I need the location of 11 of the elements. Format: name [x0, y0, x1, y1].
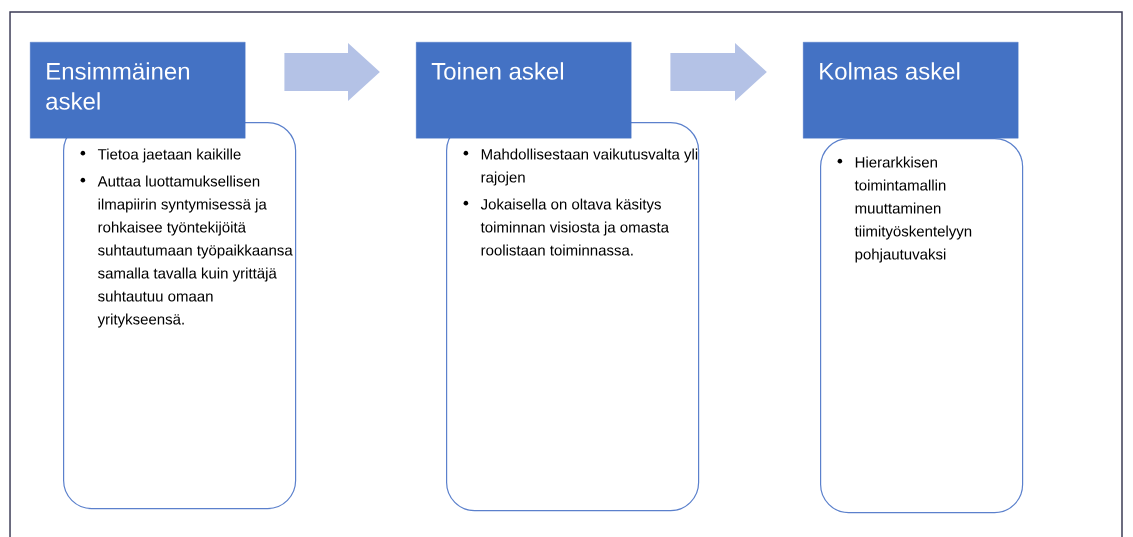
bullet-text: Auttaa luottamuksellisen ilmapiirin syntymisessä ja rohkaisee työntekijöitä suhtautumaan työpaikkaansa samalla tavalla kuin yrittäjä suhtautuu omaan yritykseensä. — [97, 175, 293, 328]
bullet-text: Tietoa jaetaan kaikille — [97, 148, 241, 163]
step-header: Ensimmäinen askel — [30, 42, 246, 139]
text-card — [63, 122, 297, 510]
text-card — [446, 122, 700, 512]
text-card — [820, 138, 1024, 514]
step-header: Toinen askel — [416, 42, 632, 139]
step-header: Kolmas askel — [803, 42, 1019, 139]
bullet-text: Hierarkkisen toimintamallin muuttaminen tiimityöskentelyyn pohjautuvaksi — [854, 156, 972, 263]
bullet-text: Jokaisella on oltava käsitys toiminnan visiosta ja omasta roolistaan toiminnassa. — [480, 198, 669, 256]
bullet-text: Mahdollisestaan vaikutusvalta yli rajojen — [481, 148, 698, 186]
